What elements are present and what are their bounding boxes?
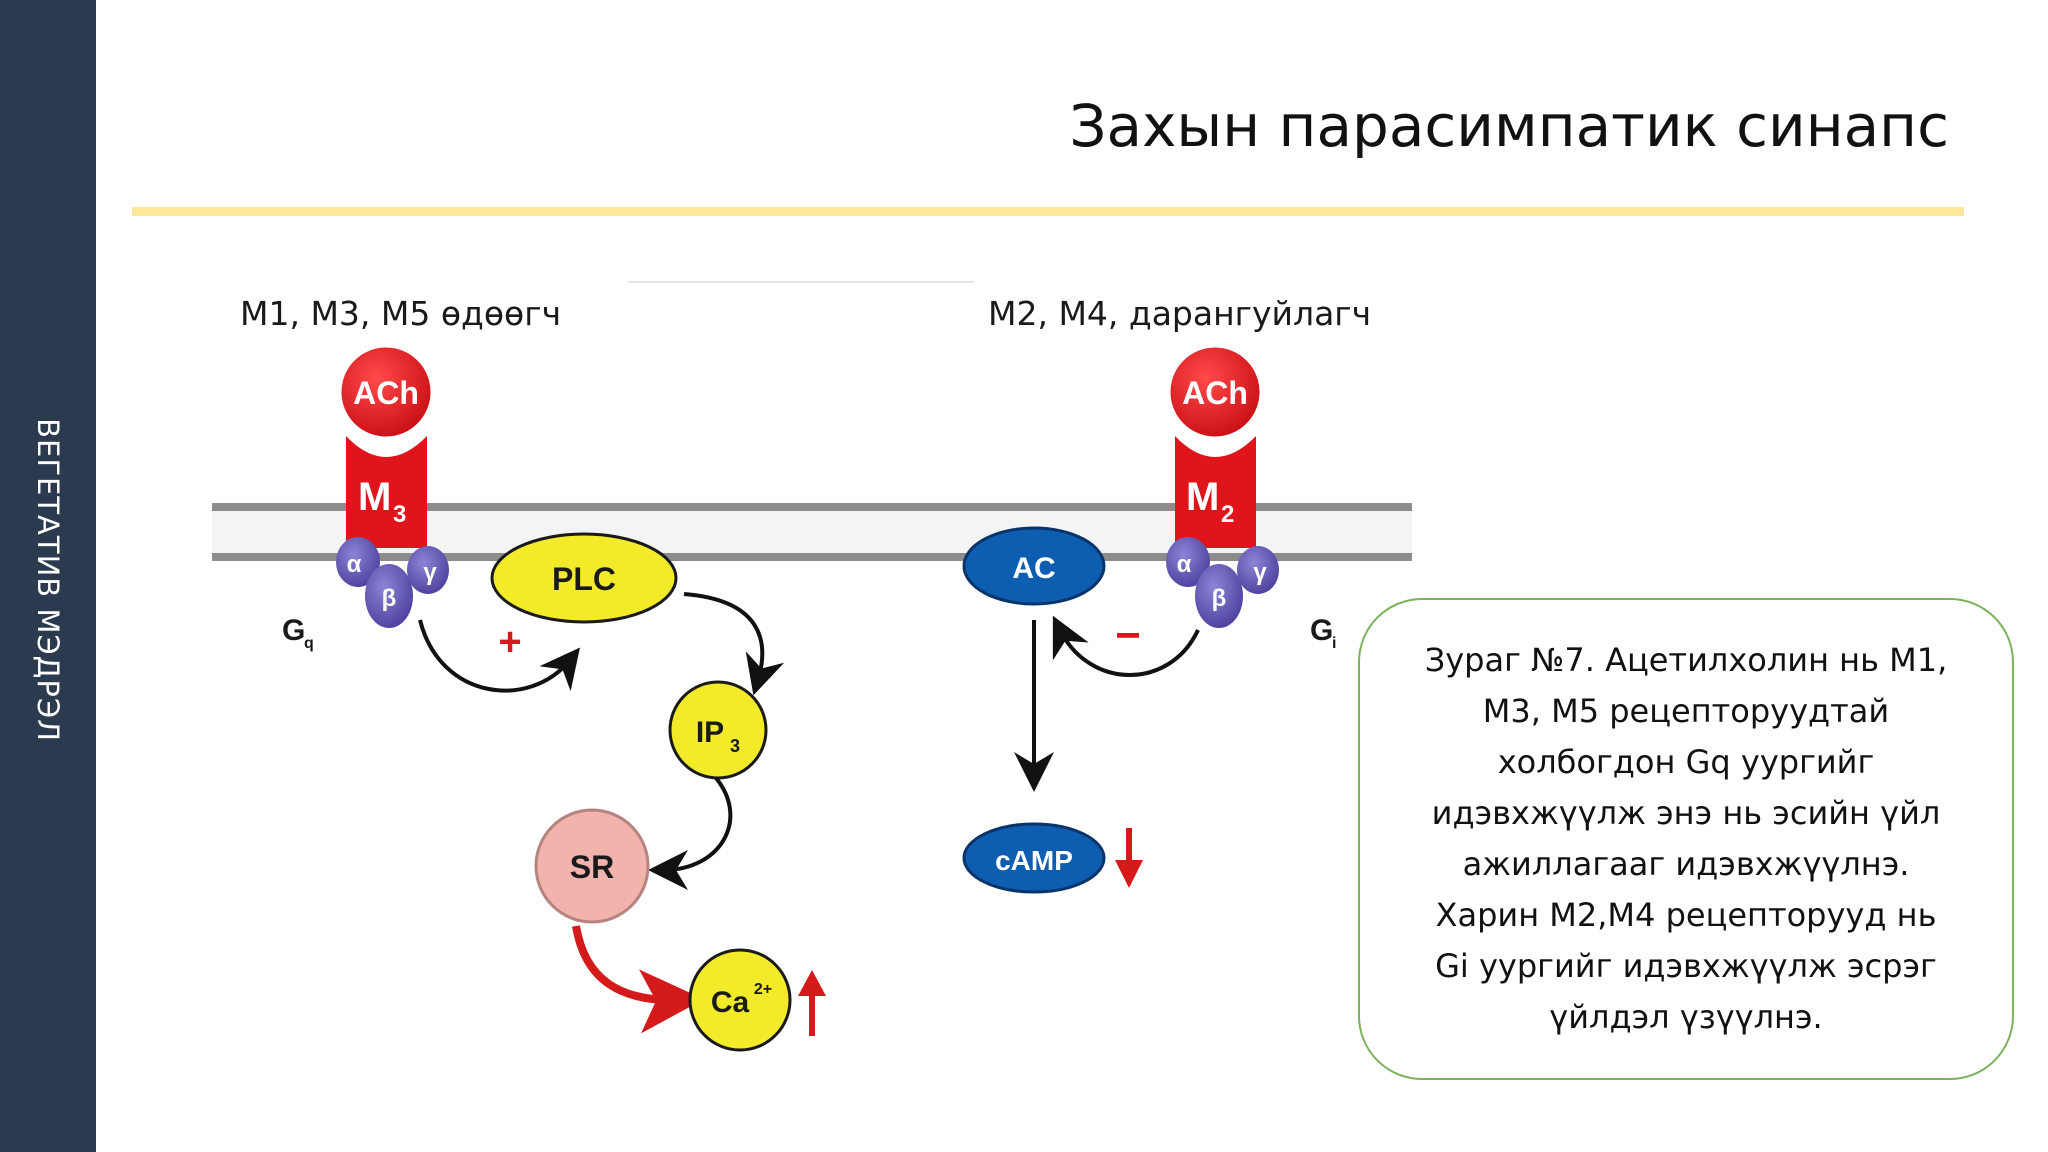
calcium-increase-arrow-icon	[798, 970, 826, 1036]
ip3-subscript: 3	[730, 736, 740, 756]
caption-line: үйлдэл үзүүлнэ.	[1549, 998, 1823, 1036]
m3-receptor: M 3	[346, 436, 427, 548]
caption-line: Харин М2,М4 рецепторууд нь	[1435, 896, 1937, 934]
sr-label: SR	[570, 849, 614, 885]
gi-gamma-label: γ	[1253, 559, 1267, 586]
m3-receptor-subscript: 3	[393, 501, 406, 528]
ach-ligand-left: ACh	[338, 344, 434, 440]
ac-label: AC	[1012, 552, 1055, 585]
slide-title: Захын парасимпатик синапс	[1069, 92, 1949, 160]
arrow-gq-to-plc	[418, 619, 581, 693]
minus-sign: −	[1115, 611, 1141, 660]
caption-line: холбогдон Gq уургийг	[1497, 743, 1875, 781]
gq-protein: α β γ	[336, 537, 449, 628]
camp-label: cAMP	[995, 845, 1073, 876]
caption-line: Gi уургийг идэвхжүүлж эсрэг	[1435, 947, 1937, 985]
ach-ligand-right-label: ACh	[1182, 375, 1248, 411]
right-group-label: М2, М4, дарангуйлагч	[988, 294, 1371, 333]
plc-label: PLC	[552, 561, 616, 597]
caption-line: М3, М5 рецепторуудтай	[1482, 692, 1890, 730]
caption-text: Зураг №7. Ацетилхолин нь М1, М3, М5 реце…	[1425, 635, 1948, 1043]
caption-line: Зураг №7. Ацетилхолин нь М1,	[1424, 641, 1948, 679]
gq-gamma-label: γ	[423, 559, 437, 586]
gq-alpha-label: α	[347, 551, 362, 578]
camp-node: cAMP	[962, 822, 1106, 894]
sidebar: ВЕГЕТАТИВ МЭДРЭЛ	[0, 0, 96, 1152]
plus-sign: +	[498, 620, 521, 664]
sr-node: SR	[534, 808, 650, 924]
arrow-gi-to-ac	[1052, 615, 1200, 677]
gi-alpha-label: α	[1177, 551, 1192, 578]
ac-node: AC	[962, 526, 1106, 606]
ip3-node: IP 3	[668, 680, 768, 780]
m3-receptor-label: M	[358, 475, 391, 519]
gi-label-subscript: i	[1332, 635, 1336, 652]
gq-label: G	[282, 614, 305, 647]
plc-node: PLC	[490, 532, 678, 624]
camp-decrease-arrow-icon	[1115, 828, 1143, 888]
ach-ligand-left-label: ACh	[353, 375, 419, 411]
caption-line: идэвхжүүлж энэ нь эсийн үйл	[1431, 794, 1941, 832]
gi-protein: α β γ	[1166, 537, 1279, 628]
arrow-plc-to-ip3	[683, 592, 785, 696]
calcium-superscript: 2+	[754, 981, 772, 998]
ip3-label: IP	[696, 716, 724, 749]
calcium-label: Ca	[711, 986, 750, 1019]
gq-label-subscript: q	[304, 635, 314, 652]
left-group-label: М1, М3, М5 өдөөгч	[240, 294, 561, 333]
gi-beta-label: β	[1212, 585, 1227, 612]
caption-line: ажиллагааг идэвхжүүлнэ.	[1462, 845, 1910, 883]
m2-receptor-label: M	[1186, 475, 1219, 519]
gi-label: G	[1310, 614, 1333, 647]
calcium-node: Ca 2+	[688, 948, 792, 1052]
m2-receptor-subscript: 2	[1221, 501, 1234, 528]
m2-receptor: M 2	[1175, 436, 1256, 548]
ach-ligand-right: ACh	[1167, 344, 1263, 440]
title-underline	[132, 207, 1964, 216]
arrow-sr-to-ca	[572, 925, 704, 1034]
caption-box: Зураг №7. Ацетилхолин нь М1, М3, М5 реце…	[1358, 598, 2014, 1080]
arrow-ip3-to-sr	[648, 776, 733, 890]
gq-beta-label: β	[382, 585, 397, 612]
